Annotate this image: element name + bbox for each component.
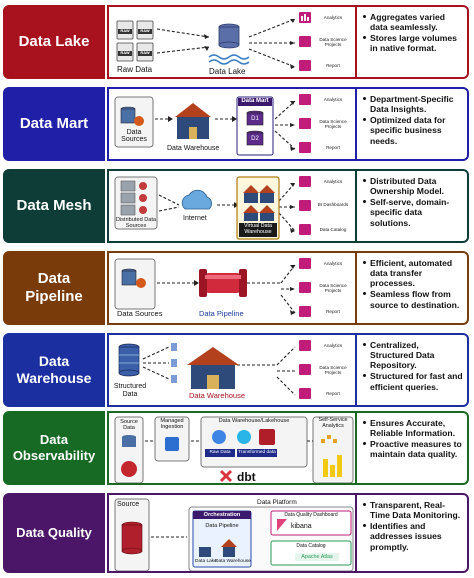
row-data-quality: Data Quality Source Data Platform Orches… [3,493,469,573]
desc-data-mart: Department-Specific Data Insights. Optim… [357,87,469,161]
desc-data-lake: Aggregates varied data seamlessly. Store… [357,5,469,79]
desc-item: Efficient, automated data transfer proce… [363,258,463,288]
output-bi-dashboards: BI Dashboards [317,202,349,207]
panel-data-lake: RAW RAW RAW RAW Raw Data Data Lake Analy… [107,5,357,79]
row-data-warehouse: Data Warehouse Structured Data Data Ware… [3,333,469,407]
output-data-science: Data Science Projects [319,283,347,294]
output-data-catalog: Data Catalog [319,227,347,232]
desc-item: Stores large volumes in native format. [363,33,463,53]
desc-item: Structured for fast and efficient querie… [363,371,463,392]
desc-item: Distributed Data Ownership Model. [363,176,463,196]
output-data-science: Data Science Projects [319,365,347,376]
output-report: Report [326,309,340,314]
dbt-caption: dbt [237,470,256,484]
desc-item: Optimized data for specific business nee… [363,115,463,146]
label-data-warehouse: Data Warehouse [3,333,105,407]
source-caption: Source [117,501,140,508]
d2-caption: D2 [251,136,259,142]
lakehouse-caption: Data Warehouse/Lakehouse [218,418,290,424]
label-data-mesh: Data Mesh [3,169,105,243]
row-data-mart: Data Mart Data Sources Data Warehouse Da… [3,87,469,161]
output-analytics: Analytics [323,261,343,266]
desc-data-pipeline: Efficient, automated data transfer proce… [357,251,469,325]
lake-caption: Data Lake [195,559,217,564]
output-analytics: Analytics [323,179,343,184]
label-data-lake: Data Lake [3,5,105,79]
desc-item: Aggregates varied data seamlessly. [363,12,463,32]
output-report: Report [326,391,340,396]
output-data-science: Data Science Projects [319,37,347,48]
data-platform-caption: Data Platform [257,499,297,506]
structured-data-caption: Structured Data [113,383,147,398]
label-data-pipeline: Data Pipeline [3,251,105,325]
data-pipeline-caption: Data Pipeline [199,309,244,318]
file-label-2: RAW [140,28,150,33]
kibana-caption: kibana [291,523,312,530]
output-analytics: Analytics [323,15,343,20]
desc-item: Ensures Accurate, Reliable Information. [363,418,463,438]
data-observability-diagram [114,416,354,483]
raw-data-caption: Raw Data [117,65,153,74]
output-analytics: Analytics [323,343,343,348]
output-analytics: Analytics [323,97,343,102]
data-mart-title: Data Mart [241,98,269,104]
data-pipeline-diagram [114,258,311,317]
row-data-lake: Data Lake RAW RAW RAW RAW Raw Data [3,5,469,79]
label-data-mart: Data Mart [3,87,105,161]
transformed-data-caption: Transformed data [238,450,276,455]
panel-data-warehouse: Structured Data Data Warehouse Analytics… [107,333,357,407]
data-quality-diagram [114,498,354,571]
row-data-pipeline: Data Pipeline Data Sources Data Pipeline… [3,251,469,325]
output-data-science: Data Science Projects [319,119,347,130]
row-data-mesh: Data Mesh Distributed Data Sources Inter… [3,169,469,243]
desc-item: Self-serve, domain-specific data solutio… [363,197,463,228]
file-label-3: RAW [120,50,130,55]
dashboard-caption: Data Quality Dashboard [284,512,338,518]
distributed-sources-caption: Distributed Data Sources [115,217,157,230]
data-mesh-diagram [114,176,311,240]
data-sources-caption: Data Sources [117,309,163,318]
data-warehouse-diagram [118,340,311,399]
data-lake-diagram [116,12,311,71]
output-report: Report [326,63,340,68]
internet-caption: Internet [183,215,207,222]
orchestration-caption: Orchestration [203,512,241,518]
data-warehouse-caption: Data Warehouse [167,145,220,152]
desc-item: Seamless flow from source to destination… [363,289,463,310]
desc-data-warehouse: Centralized, Structured Data Repository.… [357,333,469,407]
raw-data-caption: Raw Data [209,450,231,455]
panel-data-pipeline: Data Sources Data Pipeline Analytics Dat… [107,251,357,325]
data-warehouse-caption: Data Warehouse [189,391,246,400]
desc-item: Identifies and addresses issues promptly… [363,521,463,552]
desc-item: Centralized, Structured Data Repository. [363,340,463,370]
panel-data-mesh: Distributed Data Sources Internet Virtua… [107,169,357,243]
pipeline-caption: Data Pipeline [205,523,239,529]
file-label-1: RAW [120,28,130,33]
label-data-quality: Data Quality [3,493,105,573]
desc-item: Transparent, Real-Time Data Monitoring. [363,500,463,520]
desc-data-observability: Ensures Accurate, Reliable Information. … [357,411,469,485]
label-data-observability: Data Observability [3,411,105,485]
file-label-4: RAW [140,50,150,55]
panel-data-mart: Data Sources Data Warehouse Data Mart D1… [107,87,357,161]
catalog-caption: Data Catalog [296,543,326,549]
source-data-caption: Source Data [120,419,138,432]
output-report: Report [326,145,340,150]
managed-ingestion-caption: Managed Ingestion [160,418,184,431]
atlas-caption: Apache Atlas [301,554,333,560]
d1-caption: D1 [251,116,259,122]
data-mart-diagram [114,94,311,156]
desc-data-mesh: Distributed Data Ownership Model. Self-s… [357,169,469,243]
data-lake-caption: Data Lake [209,67,246,76]
desc-item: Proactive measures to maintain data qual… [363,439,463,459]
panel-data-quality: Source Data Platform Orchestration Data … [107,493,357,573]
data-sources-caption: Data Sources [121,129,147,144]
row-data-observability: Data Observability Source Data Managed I… [3,411,469,485]
desc-item: Department-Specific Data Insights. [363,94,463,114]
panel-data-observability: Source Data Managed Ingestion Data Wareh… [107,411,357,485]
virtual-dw-caption: Virtual Data Warehouse [243,223,273,235]
self-service-caption: Self-Service Analytics [318,417,348,429]
warehouse-caption: Data Warehouse [215,559,251,564]
desc-data-quality: Transparent, Real-Time Data Monitoring. … [357,493,469,573]
